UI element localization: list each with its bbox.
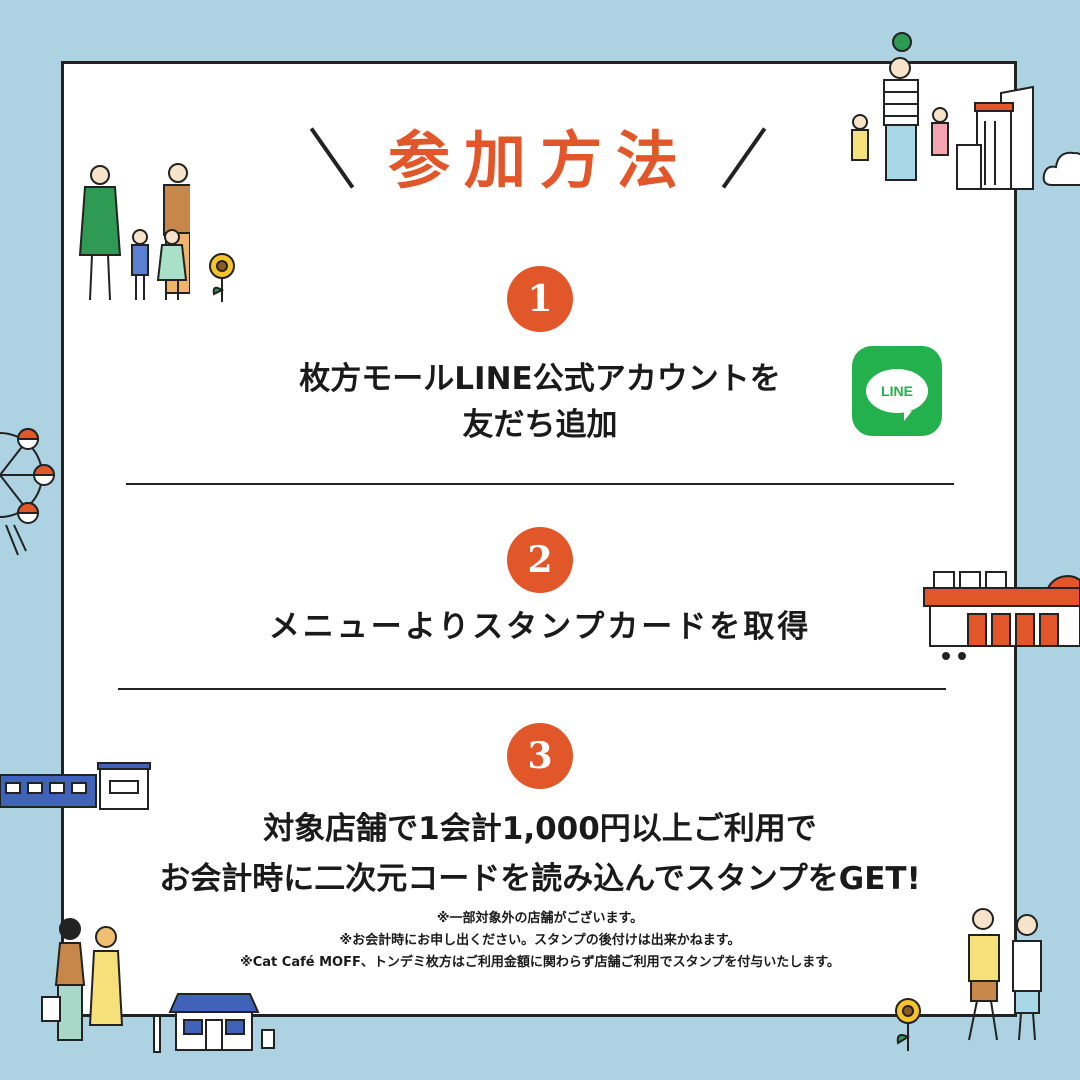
step-2-number: 2: [507, 527, 573, 593]
line-app-icon[interactable]: LINE: [852, 346, 942, 436]
step-1-line1: 枚方モールLINE公式アカウントを: [299, 361, 781, 397]
building-icon: [956, 85, 1034, 190]
people-illustration-bottom-right: [968, 908, 1042, 1041]
note-1: ※一部対象外の店舗がございます。: [436, 911, 644, 926]
divider-2: [118, 688, 946, 690]
line-bubble: LINE: [866, 369, 928, 421]
note-3: ※Cat Café MOFF、トンデミ枚方はご利用金額に関わらず店舗ご利用でスタ…: [240, 955, 840, 970]
sunflower-icon-bottom: [895, 998, 921, 1051]
train-icon: [0, 762, 151, 810]
step-3-text: 対象店舗で1会計1,000円以上ご利用で お会計時に二次元コードを読み込んでスタ…: [90, 804, 990, 904]
shop-icon: [153, 993, 275, 1053]
line-logo-text: LINE: [881, 383, 913, 399]
shopping-mall-icon: [923, 571, 1080, 660]
step-2-text: メニューよりスタンプカードを取得: [140, 604, 940, 650]
cloud-icon: [1042, 151, 1080, 186]
ferris-wheel-icon: [0, 428, 56, 556]
step-2-line1: メニューよりスタンプカードを取得: [268, 609, 812, 645]
child-illustration: [156, 229, 188, 300]
step-1-text: 枚方モールLINE公式アカウントを 友だち追加: [200, 356, 880, 448]
women-illustration-bottom-left: [41, 918, 124, 1041]
step-1-line2: 友だち追加: [462, 407, 618, 443]
step-3-number: 3: [507, 723, 573, 789]
step-3-line1: 対象店舗で1会計1,000円以上ご利用で: [263, 811, 817, 847]
family-illustration-top-left: [78, 163, 190, 301]
family-illustration-top-right: [851, 32, 949, 181]
page-title: 参加方法: [387, 124, 692, 197]
sunflower-icon: [209, 253, 235, 302]
notes: ※一部対象外の店舗がございます。 ※お会計時にお申し出ください。スタンプの後付け…: [100, 908, 980, 974]
step-1-number: 1: [507, 266, 573, 332]
step-3-line2: お会計時に二次元コードを読み込んでスタンプをGET!: [159, 861, 921, 897]
title-wrap: 参加方法: [0, 110, 1080, 200]
divider-1: [126, 483, 954, 485]
note-2: ※お会計時にお申し出ください。スタンプの後付けは出来かねます。: [339, 933, 741, 948]
